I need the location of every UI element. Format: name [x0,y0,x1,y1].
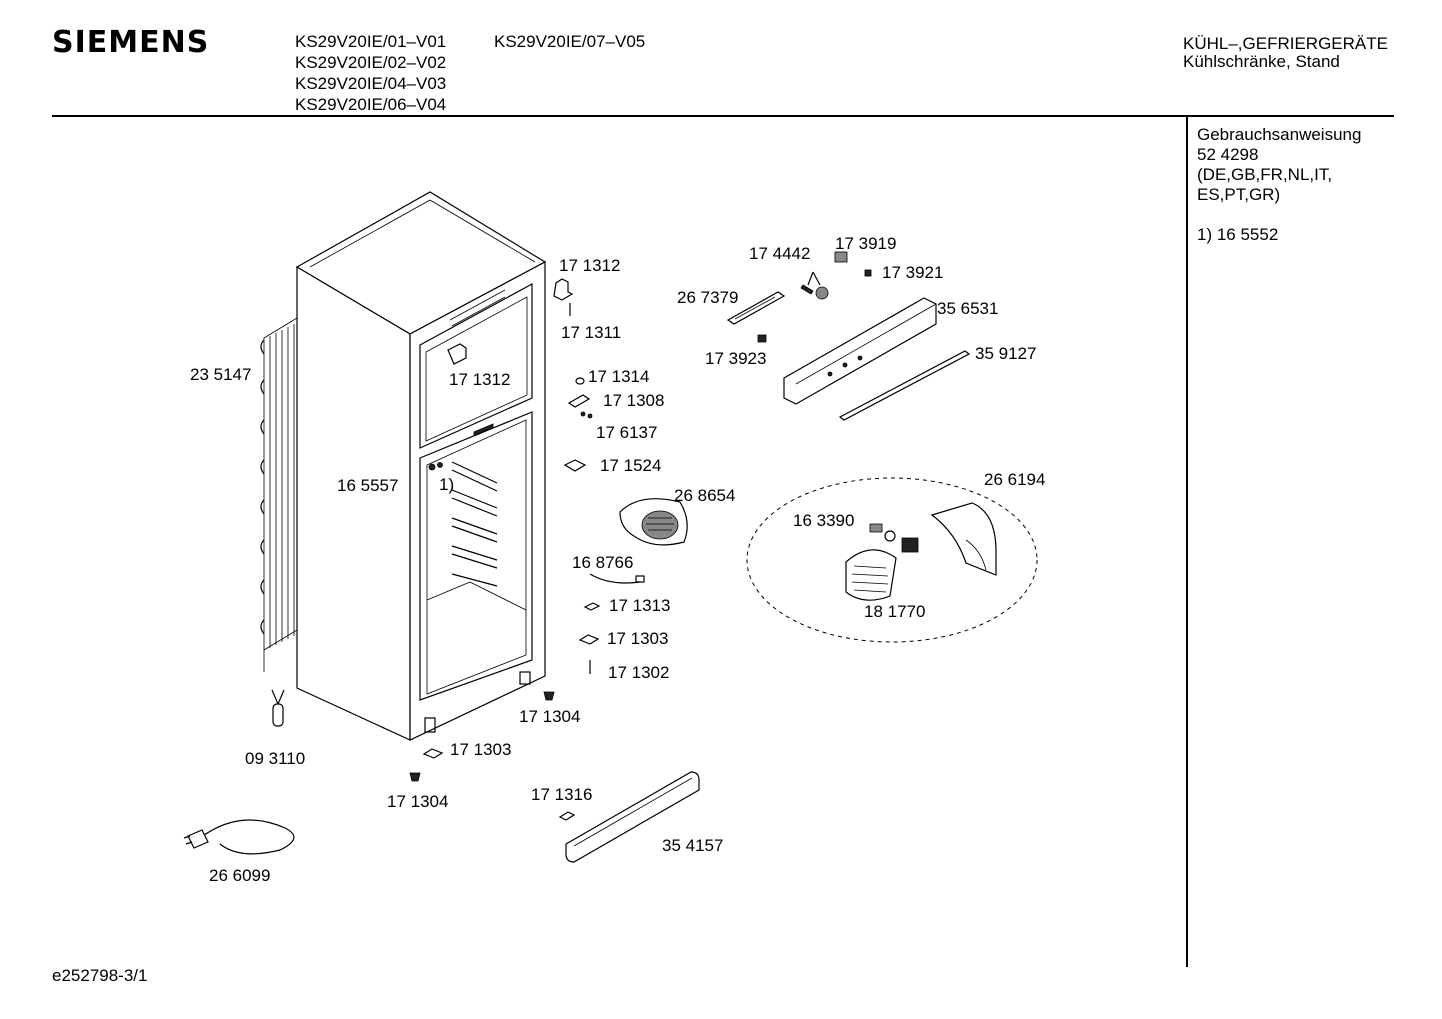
manual-title: Gebrauchsanweisung [1197,125,1362,144]
part-label: 17 4442 [749,244,810,263]
control-panel-drawing [726,251,971,421]
product-category: KÜHL–,GEFRIERGERÄTE Kühlschränke, Stand [1183,35,1388,71]
part-label: 16 5557 [337,476,398,495]
part-label: 17 1304 [519,707,580,726]
power-cord-drawing [183,689,295,855]
manual-languages: ES,PT,GR) [1197,185,1281,204]
model-list-right: KS29V20IE/07–V05 [494,31,645,52]
part-label: 17 1313 [609,596,670,615]
part-label: 17 3919 [835,234,896,253]
model-list-left: KS29V20IE/01–V01 KS29V20IE/02–V02 KS29V2… [295,31,446,115]
model-number: KS29V20IE/06–V04 [295,95,447,114]
part-label: 35 6531 [937,299,998,318]
lamp-assembly-drawing [746,477,1038,643]
manual-number: 52 4298 [1197,145,1259,164]
part-label: 17 1524 [600,456,661,475]
header-divider [52,115,1394,117]
part-label: 16 8766 [572,553,633,572]
part-label: 17 1302 [608,663,669,682]
small-parts-drawing [409,278,688,782]
part-label: 17 1316 [531,785,592,804]
part-label: 16 3390 [793,511,854,530]
footnote-1: 1) 16 5552 [1197,225,1279,244]
model-number: KS29V20IE/07–V05 [494,32,646,51]
part-label: 09 3110 [245,749,305,768]
part-label: 17 1311 [561,323,621,342]
door-shelf-drawing [558,771,700,863]
model-number: KS29V20IE/02–V02 [295,53,447,72]
part-label: 17 6137 [596,423,657,442]
manual-languages: (DE,GB,FR,NL,IT, [1197,165,1333,184]
part-label: 26 8654 [674,486,735,505]
part-label: 17 1312 [559,256,620,275]
sidebar-notes: Gebrauchsanweisung 52 4298 (DE,GB,FR,NL,… [1197,125,1361,245]
category-title: KÜHL–,GEFRIERGERÄTE [1183,34,1388,53]
part-label: 17 1308 [603,391,664,410]
part-label: 17 3921 [882,263,943,282]
part-label: 17 1303 [607,629,668,648]
part-labels: 23 5147 17 1312 17 1311 17 1312 17 1314 … [190,234,1045,885]
footnote-marker: 1) [439,475,454,494]
sidebar-divider [1186,117,1188,967]
fridge-cabinet-drawing [295,191,547,741]
category-subtitle: Kühlschränke, Stand [1183,52,1340,71]
part-label: 23 5147 [190,365,251,384]
part-label: 17 1314 [588,367,649,386]
drawing-reference: e252798-3/1 [52,966,148,985]
part-label: 17 1312 [449,370,510,389]
part-label: 17 3923 [705,349,766,368]
condenser-drawing [260,317,298,672]
part-label: 18 1770 [864,602,925,621]
part-label: 26 6194 [984,470,1045,489]
part-label: 26 7379 [677,288,738,307]
part-label: 35 9127 [975,344,1036,363]
model-number: KS29V20IE/04–V03 [295,74,447,93]
model-number: KS29V20IE/01–V01 [295,32,447,51]
part-label: 17 1303 [450,740,511,759]
part-label: 26 6099 [209,866,270,885]
part-label: 35 4157 [662,836,723,855]
part-label: 17 1304 [387,792,448,811]
brand-logo: SIEMENS [52,25,210,60]
